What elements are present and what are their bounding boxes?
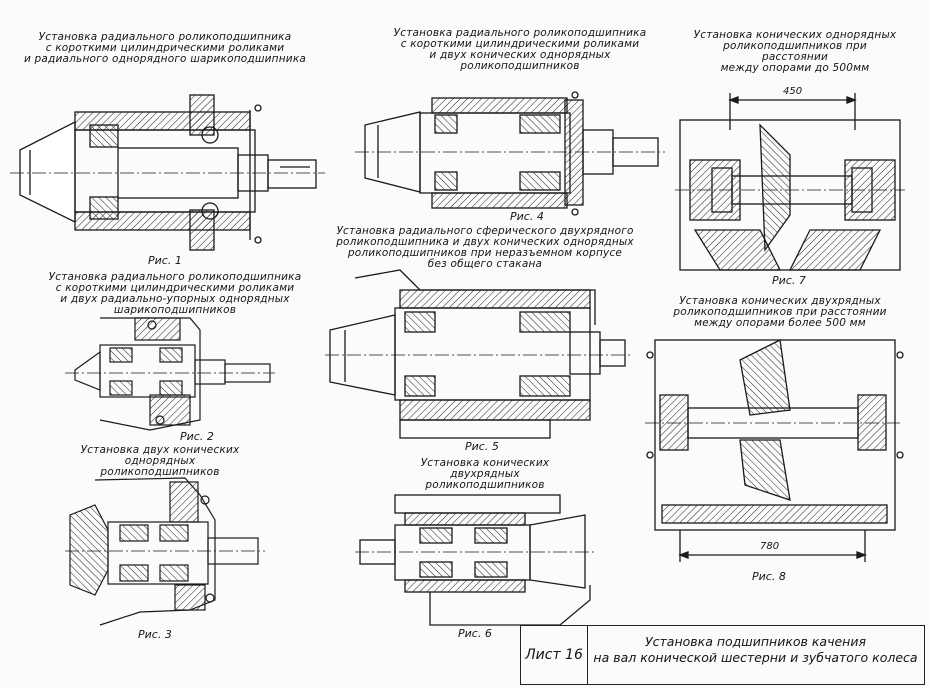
caption-8: Установка конических двухрядных роликопо… [660, 296, 900, 329]
figure-1-drawing [10, 94, 325, 251]
caption-4-line-3: и двух конических однорядных роликоподши… [429, 49, 611, 72]
sheet-title-line-2: на вал конической шестерни и зубчатого к… [593, 650, 918, 665]
dimension-780: 780 [760, 541, 780, 552]
caption-8-line-2: роликоподшипников при расстоянии [673, 306, 887, 318]
caption-3: Установка двух конических однорядных рол… [65, 445, 255, 478]
figure-8-label: Рис. 8 [752, 570, 786, 583]
figure-2-drawing [65, 317, 275, 431]
figure-5-label: Рис. 5 [465, 440, 499, 453]
caption-1-line-1: Установка радиального роликоподшипника [38, 31, 292, 43]
figure-2-label: Рис. 2 [180, 430, 214, 443]
figure-5-drawing [325, 269, 630, 439]
caption-5-line-2: роликоподшипника и двух конических однор… [336, 236, 634, 248]
caption-6-line-2: двухрядных роликоподшипников [425, 468, 545, 491]
caption-2-line-2: с короткими цилиндрическими роликами [55, 282, 295, 294]
caption-4-line-1: Установка радиального роликоподшипника [393, 27, 647, 39]
caption-6-line-1: Установка конических [420, 457, 550, 469]
caption-7-line-1: Установка конических однорядных [693, 29, 897, 41]
sheet-title: Установка подшипников качения на вал кон… [591, 634, 920, 666]
caption-5-line-1: Установка радиального сферического двухр… [336, 225, 634, 237]
figure-4-drawing [355, 91, 665, 216]
figure-6-drawing [355, 494, 595, 626]
caption-4-line-2: с короткими цилиндрическими роликами [400, 38, 640, 50]
caption-1: Установка радиального роликоподшипника с… [20, 32, 310, 65]
caption-5-line-4: без общего стакана [427, 258, 543, 270]
figure-4-label: Рис. 4 [510, 210, 544, 223]
figure-3-label: Рис. 3 [138, 628, 172, 641]
caption-2-line-1: Установка радиального роликоподшипника [48, 271, 302, 283]
caption-1-line-3: и радиального однорядного шарикоподшипни… [23, 53, 307, 65]
caption-7: Установка конических однорядных роликопо… [690, 30, 900, 74]
sheet-title-line-1: Установка подшипников качения [645, 634, 866, 649]
figure-7-label: Рис. 7 [772, 274, 806, 287]
figure-7-drawing [675, 93, 905, 271]
caption-7-line-2: роликоподшипников при расстоянии [723, 40, 867, 63]
caption-2-line-3: и двух радиально-упорных однорядных шари… [60, 293, 290, 316]
caption-3-line-2: однорядных роликоподшипников [100, 455, 220, 478]
caption-5: Установка радиального сферического двухр… [335, 226, 635, 270]
dimension-450: 450 [783, 86, 803, 97]
caption-8-line-3: между опорами более 500 мм [694, 317, 866, 329]
caption-7-line-3: между опорами до 500мм [720, 62, 870, 74]
figure-1-label: Рис. 1 [148, 254, 182, 267]
sheet-number: Лист 16 [521, 626, 588, 684]
caption-8-line-1: Установка конических двухрядных [679, 295, 881, 307]
caption-6: Установка конических двухрядных роликопо… [390, 458, 580, 491]
figure-6-label: Рис. 6 [458, 627, 492, 640]
figure-8-drawing [645, 339, 904, 562]
caption-2: Установка радиального роликоподшипника с… [20, 272, 330, 316]
caption-1-line-2: с короткими цилиндрическими роликами [45, 42, 285, 54]
caption-3-line-1: Установка двух конических [80, 444, 240, 456]
title-block: Лист 16 Установка подшипников качения на… [520, 625, 925, 685]
caption-4: Установка радиального роликоподшипника с… [370, 28, 670, 72]
figure-3-drawing [65, 477, 265, 626]
caption-5-line-3: роликоподшипников при неразъемном корпус… [347, 247, 623, 259]
